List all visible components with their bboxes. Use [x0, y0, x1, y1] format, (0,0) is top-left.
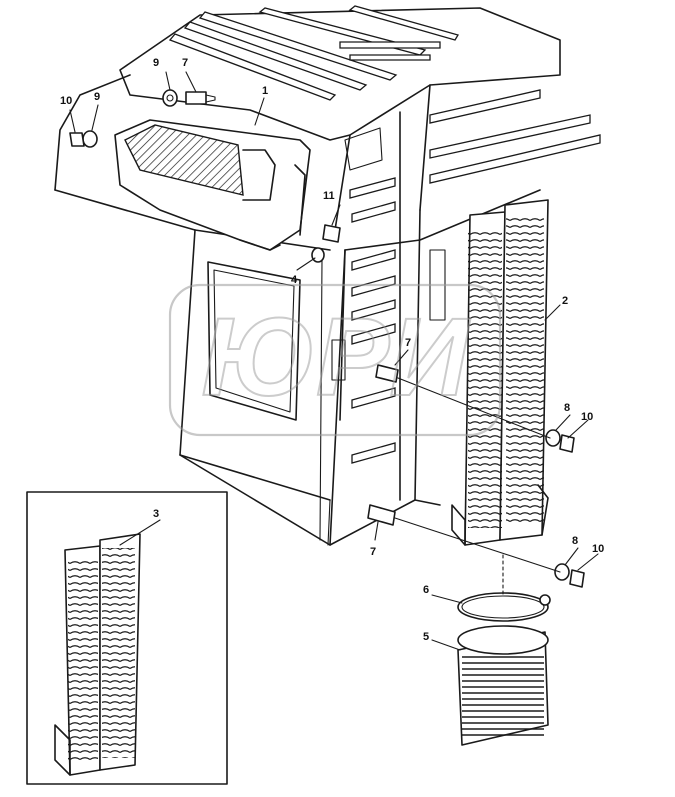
cab-left-side: [54, 74, 346, 546]
callout-3: 3: [153, 508, 159, 520]
callout-7-top: 7: [182, 57, 188, 69]
hose-clamp: [457, 592, 551, 622]
watermark: ЮРИ: [168, 283, 502, 437]
callout-9-left: 9: [94, 91, 100, 103]
air-duct-housing: [114, 119, 311, 251]
cab-right-side: [329, 89, 601, 546]
callout-7-bottom: 7: [370, 546, 376, 558]
side-vents: [349, 89, 601, 464]
callout-10-left: 10: [60, 95, 72, 107]
spare-bellows-duct: [54, 533, 141, 776]
callout-2: 2: [562, 295, 568, 307]
callout-labels: 1 2 3 4 5 6 7 7 7 8 8 9 9 10 10 10 11: [60, 57, 604, 643]
double-bellows-duct: [451, 199, 549, 546]
callout-8-lower: 8: [572, 535, 578, 547]
roof-ribs: [168, 5, 459, 101]
watermark-text: ЮРИ: [201, 296, 470, 419]
callout-9-top: 9: [153, 57, 159, 69]
cab-roof: [119, 5, 561, 231]
callout-1: 1: [262, 85, 268, 97]
callout-6: 6: [423, 584, 429, 596]
callout-11: 11: [323, 190, 335, 202]
fasteners: [69, 89, 585, 588]
leader-lines: [69, 71, 599, 651]
callout-10-lower: 10: [592, 543, 604, 555]
callout-4: 4: [291, 274, 298, 286]
callout-8-upper: 8: [564, 402, 570, 414]
oval-bellows-hose: [457, 625, 549, 746]
callout-7-mid: 7: [405, 337, 411, 349]
callout-10-upper: 10: [581, 411, 593, 423]
inset-frame: [26, 491, 228, 785]
callout-5: 5: [423, 631, 429, 643]
